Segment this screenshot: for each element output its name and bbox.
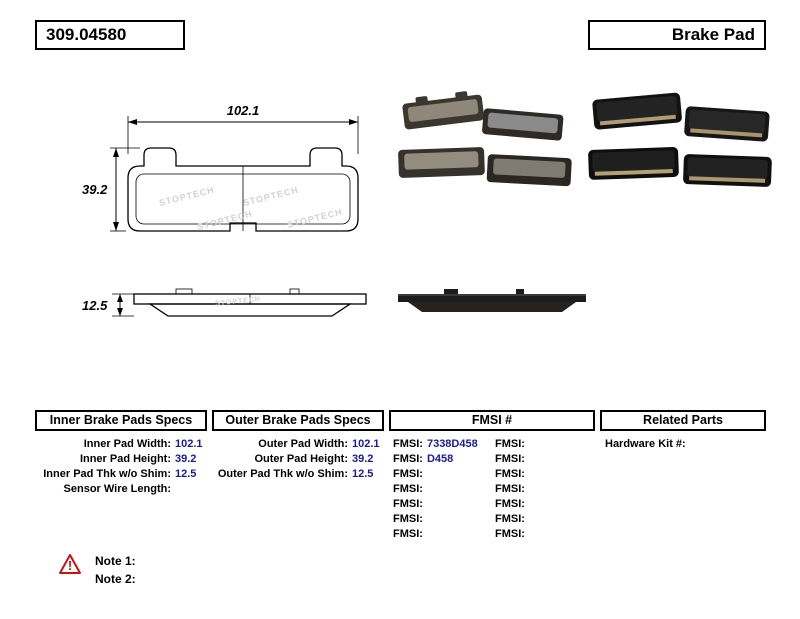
fmsi-value (423, 467, 427, 482)
spec-value: 12.5 (352, 468, 374, 480)
fmsi-value (423, 527, 427, 542)
fmsi-row: FMSI: FMSI: (393, 467, 595, 482)
fmsi-row: FMSI: FMSI: (393, 482, 595, 497)
fmsi-value (525, 482, 529, 497)
spec-label: Inner Pad Width: (83, 438, 171, 450)
fmsi-rows: FMSI:7338D458 FMSI: FMSI:D458 FMSI: FMSI… (393, 437, 595, 542)
part-number: 309.04580 (46, 25, 127, 44)
spec-label: Sensor Wire Length: (63, 483, 171, 495)
spec-value: 102.1 (175, 438, 203, 450)
spec-value: 39.2 (352, 453, 374, 465)
product-name-box: Brake Pad (588, 20, 766, 50)
watermark-text: STOPTECH (242, 185, 300, 208)
fmsi-label: FMSI: (495, 468, 525, 480)
spec-row: Outer Pad Width: 102.1 (210, 437, 384, 452)
fmsi-value: D458 (426, 453, 454, 465)
spec-value (171, 482, 207, 497)
width-dimension-label: 102.1 (227, 103, 260, 118)
spec-label: Outer Pad Height: (254, 453, 348, 465)
inner-specs-rows: Inner Pad Width: 102.1 Inner Pad Height:… (33, 437, 207, 497)
fmsi-label: FMSI: (393, 468, 423, 480)
fmsi-value (525, 527, 529, 542)
watermark-text: STOPTECH (158, 185, 216, 208)
spec-label: Outer Pad Width: (258, 438, 348, 450)
fmsi-value (423, 482, 427, 497)
spec-value: 12.5 (175, 468, 197, 480)
fmsi-label: FMSI: (393, 438, 423, 450)
fmsi-value (525, 497, 529, 512)
fmsi-label: FMSI: (393, 498, 423, 510)
fmsi-label: FMSI: (393, 513, 423, 525)
fmsi-value (525, 512, 529, 527)
fmsi-label: FMSI: (393, 483, 423, 495)
watermark-text: STOPTECH (286, 207, 344, 230)
pad-set-photo-right (588, 92, 772, 187)
arrowhead-left (128, 119, 137, 125)
spec-row: Inner Pad Width: 102.1 (33, 437, 207, 452)
hardware-kit-label: Hardware Kit #: (605, 438, 686, 450)
pad-side-drawing: 12.5 STOPTECH (82, 288, 367, 317)
spec-row: Outer Pad Height: 39.2 (210, 452, 384, 467)
spec-row: Hardware Kit #: (605, 437, 765, 452)
fmsi-row: FMSI: FMSI: (393, 527, 595, 542)
fmsi-header: FMSI # (389, 410, 595, 431)
note-2-label: Note 2: (95, 572, 136, 586)
spec-label: Inner Pad Thk w/o Shim: (43, 468, 171, 480)
fmsi-label: FMSI: (495, 513, 525, 525)
fmsi-label: FMSI: (495, 528, 525, 540)
pad-outline (127, 147, 359, 232)
fmsi-value (423, 497, 427, 512)
warning-icon: ! (59, 554, 81, 574)
watermark-text: STOPTECH (215, 296, 261, 308)
note-1-label: Note 1: (95, 554, 136, 568)
warning-glyph: ! (68, 558, 72, 573)
watermark-text: STOPTECH (196, 209, 254, 232)
fmsi-value (525, 467, 529, 482)
arrowhead-up (113, 148, 119, 157)
fmsi-row: FMSI:D458 FMSI: (393, 452, 595, 467)
hardware-kit-value (686, 437, 690, 452)
friction-material-profile (147, 303, 353, 317)
pad-set-photo-left (398, 91, 572, 187)
related-parts-header: Related Parts (600, 410, 766, 431)
fmsi-row: FMSI: FMSI: (393, 497, 595, 512)
fmsi-label: FMSI: (495, 498, 525, 510)
pad-side-photo (398, 289, 586, 312)
spec-row: Inner Pad Height: 39.2 (33, 452, 207, 467)
fmsi-label: FMSI: (495, 453, 525, 465)
outer-specs-rows: Outer Pad Width: 102.1 Outer Pad Height:… (210, 437, 384, 482)
product-name: Brake Pad (671, 25, 755, 44)
spec-label: Inner Pad Height: (79, 453, 171, 465)
fmsi-label: FMSI: (393, 453, 423, 465)
related-parts-rows: Hardware Kit #: (605, 437, 765, 452)
spec-row: Outer Pad Thk w/o Shim: 12.5 (210, 467, 384, 482)
fmsi-row: FMSI:7338D458 FMSI: (393, 437, 595, 452)
fmsi-label: FMSI: (495, 483, 525, 495)
spec-row: Sensor Wire Length: (33, 482, 207, 497)
pad-front-drawing: 102.1 39.2 STOPTECH STOPTECH STOPTECH ST… (82, 103, 359, 232)
arrowhead-right (349, 119, 358, 125)
fmsi-value (423, 512, 427, 527)
fmsi-value (525, 437, 529, 452)
fmsi-row: FMSI: FMSI: (393, 512, 595, 527)
height-dimension-label: 39.2 (82, 182, 108, 197)
spec-label: Outer Pad Thk w/o Shim: (217, 468, 348, 480)
pad-set-photos (398, 91, 772, 187)
spec-row: Inner Pad Thk w/o Shim: 12.5 (33, 467, 207, 482)
arrowhead-down (113, 222, 119, 231)
fmsi-label: FMSI: (393, 528, 423, 540)
part-number-box: 309.04580 (35, 20, 185, 50)
spec-value: 39.2 (175, 453, 197, 465)
outer-specs-header: Outer Brake Pads Specs (212, 410, 384, 431)
fmsi-value (525, 452, 529, 467)
thickness-dimension-label: 12.5 (82, 298, 108, 313)
inner-specs-header: Inner Brake Pads Specs (35, 410, 207, 431)
ear-tab-profile (175, 288, 193, 295)
spec-value: 102.1 (352, 438, 380, 450)
fmsi-value: 7338D458 (426, 438, 478, 450)
ear-tab-profile (289, 288, 300, 295)
fmsi-label: FMSI: (495, 438, 525, 450)
